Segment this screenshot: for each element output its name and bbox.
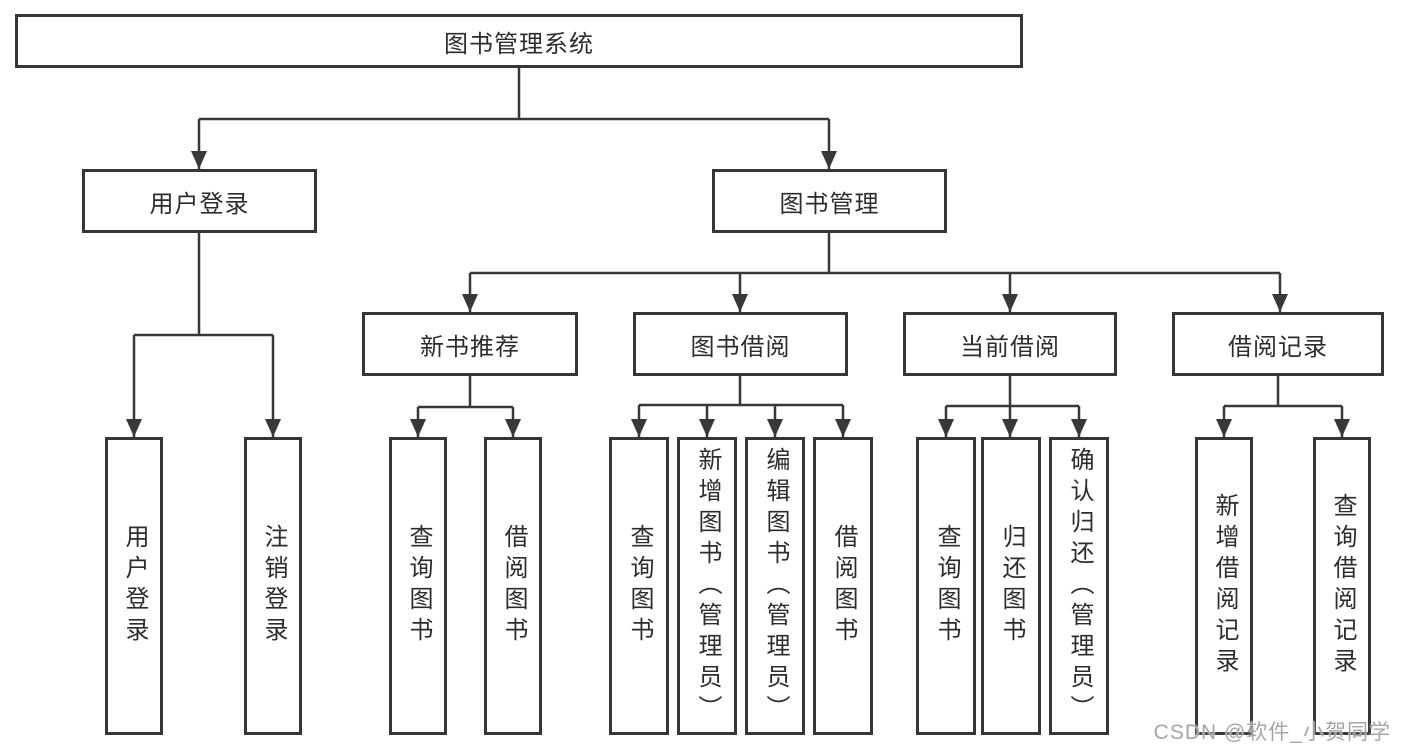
node-label: 确认归还（管理员） <box>1066 446 1093 726</box>
node-borrowing-records: 借阅记录 <box>1172 312 1384 376</box>
node-label: 查询图书 <box>933 524 960 648</box>
node-label: 新增借阅记录 <box>1211 493 1238 679</box>
node-query-books-3: 查询图书 <box>916 437 976 735</box>
node-query-books-2: 查询图书 <box>609 437 669 735</box>
node-user-login: 用户登录 <box>82 169 317 233</box>
node-query-books-1: 查询图书 <box>389 437 447 735</box>
node-user-login-leaf: 用户登录 <box>105 437 163 735</box>
node-label: 图书管理系统 <box>444 30 594 58</box>
node-label: 新增图书（管理员） <box>694 446 721 726</box>
node-label: 图书管理 <box>779 190 880 218</box>
node-library-management-system: 图书管理系统 <box>15 14 1023 68</box>
node-return-books: 归还图书 <box>981 437 1041 735</box>
node-label: 用户登录 <box>149 190 250 218</box>
node-label: 查询借阅记录 <box>1329 493 1356 679</box>
node-borrow-books-2: 借阅图书 <box>813 437 873 735</box>
node-label: 当前借阅 <box>960 333 1060 361</box>
node-label: 借阅图书 <box>500 524 527 648</box>
node-confirm-return-admin: 确认归还（管理员） <box>1049 437 1109 735</box>
node-book-borrowing: 图书借阅 <box>633 312 848 376</box>
node-current-borrowing: 当前借阅 <box>903 312 1117 376</box>
node-add-books-admin: 新增图书（管理员） <box>677 437 737 735</box>
node-label: 图书借阅 <box>690 333 791 361</box>
node-label: 编辑图书（管理员） <box>762 446 789 726</box>
node-query-borrow-record: 查询借阅记录 <box>1313 437 1371 735</box>
csdn-watermark: CSDN @软件_小贺同学 <box>1153 721 1391 744</box>
node-label: 用户登录 <box>121 524 148 648</box>
node-label: 查询图书 <box>405 524 432 648</box>
node-edit-books-admin: 编辑图书（管理员） <box>745 437 805 735</box>
node-add-borrow-record: 新增借阅记录 <box>1195 437 1253 735</box>
node-logout-leaf: 注销登录 <box>244 437 302 735</box>
node-book-management: 图书管理 <box>712 169 947 233</box>
node-new-book-recommendation: 新书推荐 <box>362 312 578 376</box>
node-label: 注销登录 <box>260 524 287 648</box>
node-label: 新书推荐 <box>420 333 520 361</box>
node-label: 借阅记录 <box>1228 333 1328 361</box>
node-label: 借阅图书 <box>830 524 857 648</box>
node-borrow-books-1: 借阅图书 <box>484 437 542 735</box>
node-label: 归还图书 <box>998 524 1025 648</box>
node-label: 查询图书 <box>626 524 653 648</box>
